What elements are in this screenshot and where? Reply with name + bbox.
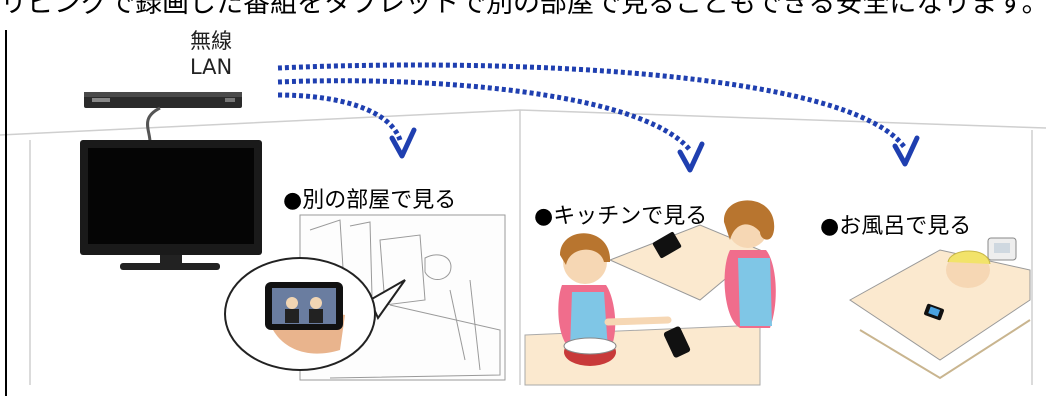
wireless-signal-arcs [277,62,908,152]
hdmi-cable [146,106,161,143]
bath-scene [849,237,1031,380]
television [80,140,262,270]
scene-label-another-room: ●別の部屋で見る [283,188,457,213]
room-outline [0,109,1046,385]
wireless-label-line2: LAN [190,55,233,79]
scene-label-bath: ●お風呂で見る [820,214,972,239]
recorder-device [84,92,242,108]
kitchen-scene [524,200,776,386]
wireless-lan-label: 無線 LAN [190,28,232,80]
signal-arrowheads [389,127,920,173]
page-caption: リビングで録画した番組をタブレットで別の部屋で見ることもできる安全になります。 [0,0,1046,19]
scene-label-kitchen: ●キッチンで見る [534,204,708,229]
phone-bubble [224,257,406,371]
wireless-label-line1: 無線 [190,29,233,53]
